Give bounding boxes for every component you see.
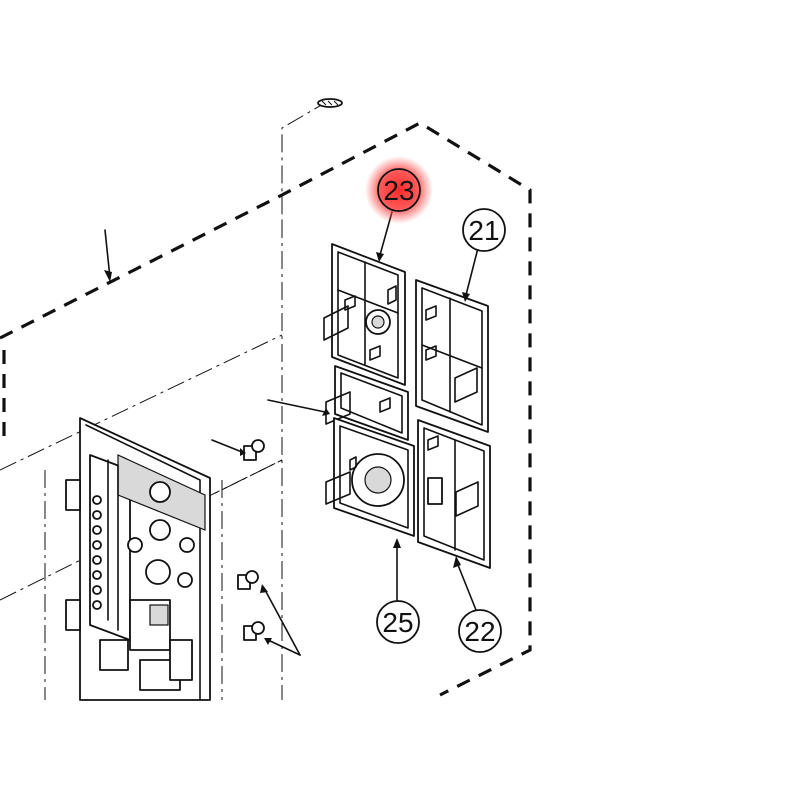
reference-lines	[0, 99, 331, 700]
callout-label: 22	[464, 616, 495, 647]
callout-circle	[377, 168, 421, 212]
callout-label: 25	[382, 607, 413, 638]
part-21-frame	[415, 279, 489, 433]
callout-22[interactable]: 22	[458, 609, 502, 653]
dashed-enclosure	[0, 121, 532, 697]
highlight-glow	[365, 156, 433, 224]
part-22-frame	[417, 419, 491, 569]
chassis-assembly	[65, 417, 211, 701]
screws	[211, 399, 330, 656]
screw-3	[243, 621, 265, 641]
screw-top	[317, 98, 343, 108]
callout-label: 23	[383, 175, 414, 206]
terminal-row	[92, 495, 102, 610]
part-25-frame	[325, 417, 415, 537]
screw-1	[211, 439, 265, 461]
callout-label: 21	[468, 215, 499, 246]
screw-2	[237, 570, 259, 590]
callout-23[interactable]: 23	[365, 156, 433, 224]
callout-25[interactable]: 25	[376, 600, 420, 644]
leader-lines	[376, 211, 479, 611]
callout-circle	[458, 609, 502, 653]
callout-circle	[462, 208, 506, 252]
callout-21[interactable]: 21	[462, 208, 506, 252]
middle-small-frame	[325, 365, 409, 441]
part-23-frame	[323, 243, 406, 386]
callout-circle	[376, 600, 420, 644]
